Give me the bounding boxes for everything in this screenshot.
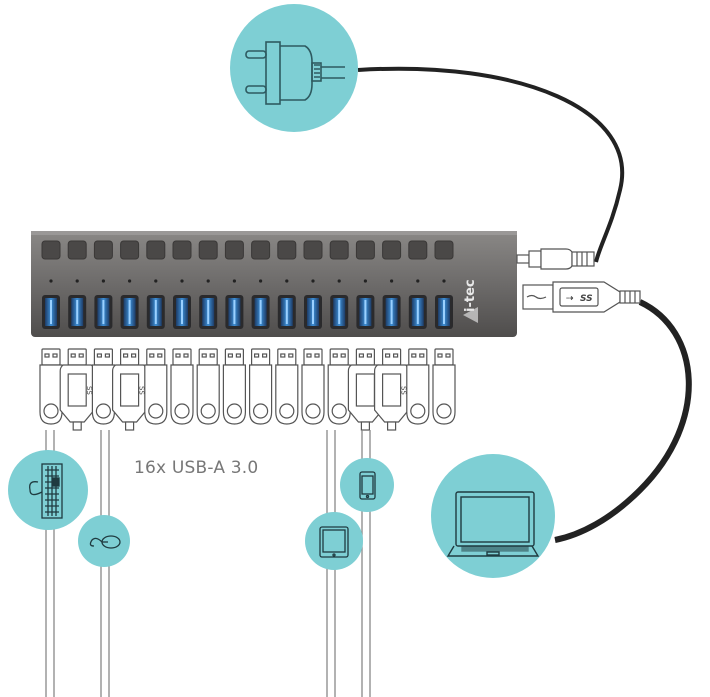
port-led bbox=[101, 279, 105, 283]
port-power-button[interactable] bbox=[224, 240, 244, 260]
usb-a-port[interactable] bbox=[435, 295, 453, 329]
port-led bbox=[75, 279, 79, 283]
smartphone-icon bbox=[359, 471, 376, 500]
port-power-button[interactable] bbox=[303, 240, 323, 260]
usb-hub: i-tec bbox=[31, 231, 517, 337]
power-plug-icon bbox=[245, 41, 345, 105]
port-power-button[interactable] bbox=[355, 240, 375, 260]
smartphone-node bbox=[340, 458, 394, 512]
port-led bbox=[363, 279, 367, 283]
port-led bbox=[206, 279, 210, 283]
usb-flash-drive bbox=[222, 348, 246, 425]
port-led bbox=[416, 279, 420, 283]
usb-flash-drive bbox=[144, 348, 168, 425]
usb-flash-drive bbox=[91, 348, 115, 425]
usb-a-port[interactable] bbox=[225, 295, 244, 329]
ports-label: 16x USB-A 3.0 bbox=[134, 458, 259, 478]
svg-text:⇢: ⇢ bbox=[566, 294, 574, 304]
tablet-node bbox=[305, 512, 363, 570]
port-power-button[interactable] bbox=[382, 240, 402, 260]
usb-b-plug: ⇢ SS bbox=[522, 281, 641, 313]
brand-logo: i-tec bbox=[463, 279, 478, 312]
port-led bbox=[180, 279, 184, 283]
svg-text:SS: SS bbox=[580, 294, 593, 304]
usb-a-port[interactable] bbox=[199, 295, 218, 329]
port-power-button[interactable] bbox=[172, 240, 192, 260]
port-power-button[interactable] bbox=[120, 240, 140, 260]
port-led bbox=[128, 279, 132, 283]
port-power-button[interactable] bbox=[67, 240, 87, 260]
port-led bbox=[337, 279, 341, 283]
usb-flash-drive bbox=[249, 348, 273, 425]
usb-flash-drive bbox=[432, 348, 456, 425]
usb-flash-drive bbox=[327, 348, 351, 425]
port-led bbox=[311, 279, 315, 283]
usb-a-plug: SS bbox=[112, 348, 148, 431]
usb-flash-drive bbox=[170, 348, 194, 425]
keyboard-node bbox=[8, 450, 88, 530]
port-power-button[interactable] bbox=[146, 240, 166, 260]
tablet-icon bbox=[319, 526, 349, 558]
port-power-button[interactable] bbox=[93, 240, 113, 260]
port-power-button[interactable] bbox=[251, 240, 271, 260]
usb-a-port[interactable] bbox=[330, 295, 349, 329]
usb-a-plug: SS bbox=[59, 348, 95, 431]
usb-flash-drive bbox=[406, 348, 430, 425]
usb-a-port[interactable] bbox=[382, 295, 401, 329]
mouse-icon bbox=[89, 535, 121, 549]
mouse-node bbox=[78, 515, 130, 567]
usb-a-port[interactable] bbox=[251, 295, 270, 329]
port-power-button[interactable] bbox=[198, 240, 218, 260]
port-led bbox=[259, 279, 263, 283]
usb-a-port[interactable] bbox=[146, 295, 165, 329]
host-computer-node bbox=[431, 454, 555, 578]
usb-a-plug: SS bbox=[374, 348, 410, 431]
usb-a-port[interactable] bbox=[408, 295, 427, 329]
usb-a-port[interactable] bbox=[304, 295, 322, 329]
power-jack-plug bbox=[516, 248, 595, 270]
usb-a-plug: SS bbox=[347, 348, 383, 431]
svg-text:SS: SS bbox=[85, 386, 93, 395]
usb-a-port[interactable] bbox=[173, 295, 191, 329]
svg-text:SS: SS bbox=[400, 386, 408, 395]
usb-flash-drive bbox=[275, 348, 299, 425]
port-led bbox=[154, 279, 158, 283]
port-led bbox=[49, 279, 53, 283]
port-led bbox=[390, 279, 394, 283]
power-cable bbox=[357, 66, 624, 263]
svg-text:i-tec: i-tec bbox=[463, 279, 478, 312]
usb-a-port[interactable] bbox=[356, 295, 375, 329]
port-led bbox=[285, 279, 289, 283]
usb-a-port[interactable] bbox=[94, 295, 113, 329]
port-led bbox=[232, 279, 236, 283]
port-power-button[interactable] bbox=[408, 240, 428, 260]
usb-flash-drive bbox=[301, 348, 325, 425]
keyboard-icon bbox=[29, 463, 63, 519]
svg-text:SS: SS bbox=[138, 386, 146, 395]
usb-a-port[interactable] bbox=[42, 295, 60, 329]
usb-flash-drive bbox=[196, 348, 220, 425]
usb-flash-drive bbox=[39, 348, 63, 425]
port-power-button[interactable] bbox=[434, 240, 454, 260]
usb-a-port[interactable] bbox=[120, 295, 139, 329]
port-power-button[interactable] bbox=[277, 240, 297, 260]
host-cable bbox=[554, 299, 692, 543]
port-led bbox=[442, 279, 446, 283]
laptop-icon bbox=[446, 491, 540, 557]
usb-a-port[interactable] bbox=[68, 295, 87, 329]
port-power-button[interactable] bbox=[329, 240, 349, 260]
port-power-button[interactable] bbox=[41, 240, 61, 260]
usb-a-port[interactable] bbox=[277, 295, 296, 329]
power-adapter-node bbox=[230, 4, 358, 132]
